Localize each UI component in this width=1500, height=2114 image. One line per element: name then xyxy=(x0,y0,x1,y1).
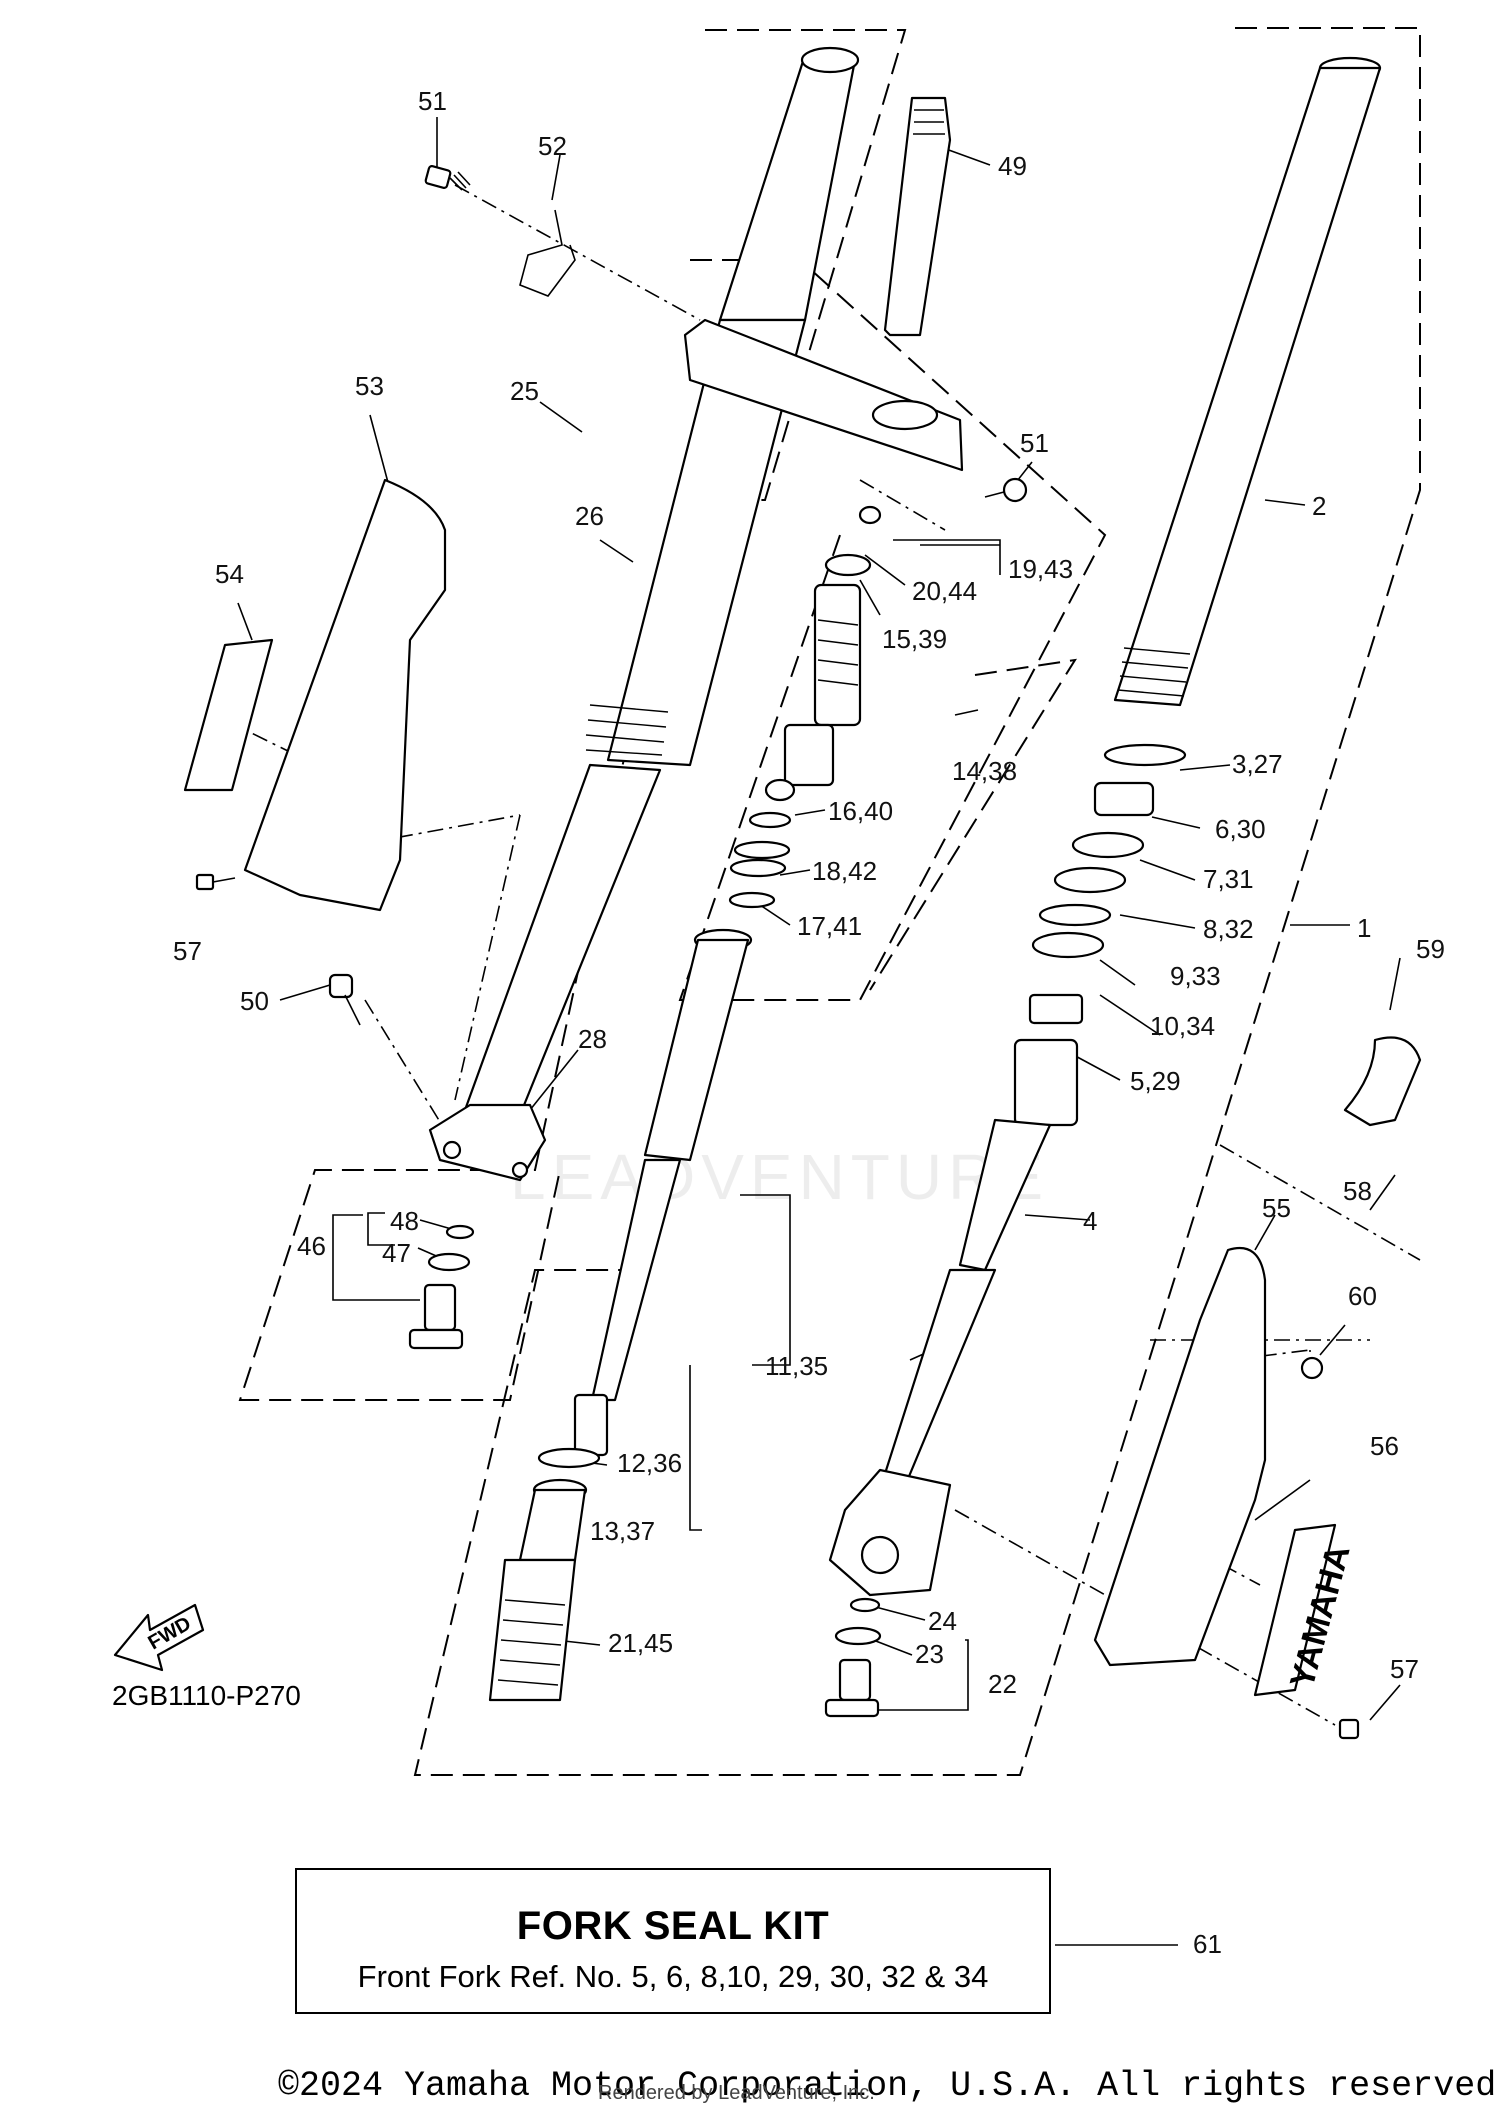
yamaha-logo-56: YAMAHA xyxy=(1253,1523,1358,1697)
callout-14-38: 14,38 xyxy=(952,756,1017,786)
shroud-59 xyxy=(1343,1036,1422,1127)
axle-bracket-28 xyxy=(428,1103,547,1182)
callout-47: 47 xyxy=(382,1238,411,1268)
callout-2: 2 xyxy=(1312,491,1326,521)
callout-51b: 51 xyxy=(1020,428,1049,458)
callout-6-30: 6,30 xyxy=(1215,814,1266,844)
bolt-57-right xyxy=(1338,1718,1360,1740)
assembly-boundaries xyxy=(238,27,1421,1776)
boundary-damper-14-38 xyxy=(678,259,1107,1001)
diagram-code: 2GB1110-P270 xyxy=(112,1680,301,1711)
boundary-inner-fork-1 xyxy=(413,27,1421,1776)
lower-axle-bracket xyxy=(828,1468,952,1597)
bolt-50 xyxy=(328,973,361,1026)
damper-internals xyxy=(728,505,882,909)
outer-tube-26 xyxy=(463,46,964,1117)
inner-tube-2 xyxy=(1113,56,1382,707)
boundary-outer-tube-25 xyxy=(238,29,907,1401)
bolt-60 xyxy=(1300,1356,1324,1380)
callout-17-41: 17,41 xyxy=(797,911,862,941)
cable-guide-52 xyxy=(519,209,576,297)
callout-20-44: 20,44 xyxy=(912,576,977,606)
callout-58: 58 xyxy=(1343,1176,1372,1206)
callout-59: 59 xyxy=(1416,934,1445,964)
kit-description: Front Fork Ref. No. 5, 6, 8,10, 29, 30, … xyxy=(357,1959,989,1994)
cartridge-11-35 xyxy=(488,928,753,1702)
callout-50: 50 xyxy=(240,986,269,1016)
callout-10-34: 10,34 xyxy=(1150,1011,1215,1041)
callout-56: 56 xyxy=(1370,1431,1399,1461)
inner-tube-4 xyxy=(873,1038,1079,1512)
callout-48: 48 xyxy=(390,1206,419,1236)
callout-4: 4 xyxy=(1083,1206,1097,1236)
bolt-57-left xyxy=(195,873,236,891)
callout-19-43: 19,43 xyxy=(1008,554,1073,584)
callout-25: 25 xyxy=(510,376,539,406)
callout-16-40: 16,40 xyxy=(828,796,893,826)
steering-stem-49 xyxy=(883,96,952,337)
seals-3-10 xyxy=(1028,743,1187,1025)
watermark: LEADVENTURE xyxy=(510,1141,1049,1213)
fwd-arrow-icon: FWD xyxy=(113,1603,205,1672)
callout-57b: 57 xyxy=(1390,1654,1419,1684)
callout-26: 26 xyxy=(575,501,604,531)
callout-24: 24 xyxy=(928,1606,957,1636)
callout-52: 52 xyxy=(538,131,567,161)
copyright-notice: ©2024 Yamaha Motor Corporation, U.S.A. A… xyxy=(278,2066,1500,2106)
callout-21-45: 21,45 xyxy=(608,1628,673,1658)
callout-11-35: 11,35 xyxy=(765,1351,828,1381)
drain-bolt-22 xyxy=(824,1597,882,1718)
drain-bolt-46 xyxy=(408,1224,475,1350)
callout-5-29: 5,29 xyxy=(1130,1066,1181,1096)
kit-title: FORK SEAL KIT xyxy=(516,1904,830,1948)
boundary-damper-inner xyxy=(869,658,1077,991)
rendered-by-note: Rendered by LeadVenture, Inc. xyxy=(598,2082,875,2104)
callout-15-39: 15,39 xyxy=(882,624,947,654)
fork-seal-kit-box: FORK SEAL KIT Front Fork Ref. No. 5, 6, … xyxy=(295,1868,1051,2014)
callout-22: 22 xyxy=(988,1669,1017,1699)
callout-57: 57 xyxy=(173,936,202,966)
callout-7-31: 7,31 xyxy=(1203,864,1254,894)
callout-23: 23 xyxy=(915,1639,944,1669)
callout-13-37: 13,37 xyxy=(590,1516,655,1546)
callout-1: 1 xyxy=(1357,913,1371,943)
callout-55: 55 xyxy=(1262,1193,1291,1223)
callout-12-36: 12,36 xyxy=(617,1448,682,1478)
callout-53: 53 xyxy=(355,371,384,401)
callout-54: 54 xyxy=(215,559,244,589)
callout-49: 49 xyxy=(998,151,1027,181)
callout-18-42: 18,42 xyxy=(812,856,877,886)
fork-guard-55 xyxy=(1093,1246,1267,1667)
callout-60: 60 xyxy=(1348,1281,1377,1311)
bolt-51-top xyxy=(424,165,471,191)
callout-labels: 51 52 49 53 25 51 2 26 54 19,43 20,44 15… xyxy=(173,86,1445,1959)
callout-61: 61 xyxy=(1193,1929,1222,1959)
callout-28: 28 xyxy=(578,1024,607,1054)
callout-46: 46 xyxy=(297,1231,326,1261)
callout-51: 51 xyxy=(418,86,447,116)
callout-3-27: 3,27 xyxy=(1232,749,1283,779)
fork-guard-53 xyxy=(243,478,447,912)
callout-9-33: 9,33 xyxy=(1170,961,1221,991)
bolt-51-right xyxy=(984,477,1028,503)
callout-8-32: 8,32 xyxy=(1203,914,1254,944)
sticker-54 xyxy=(183,638,274,792)
